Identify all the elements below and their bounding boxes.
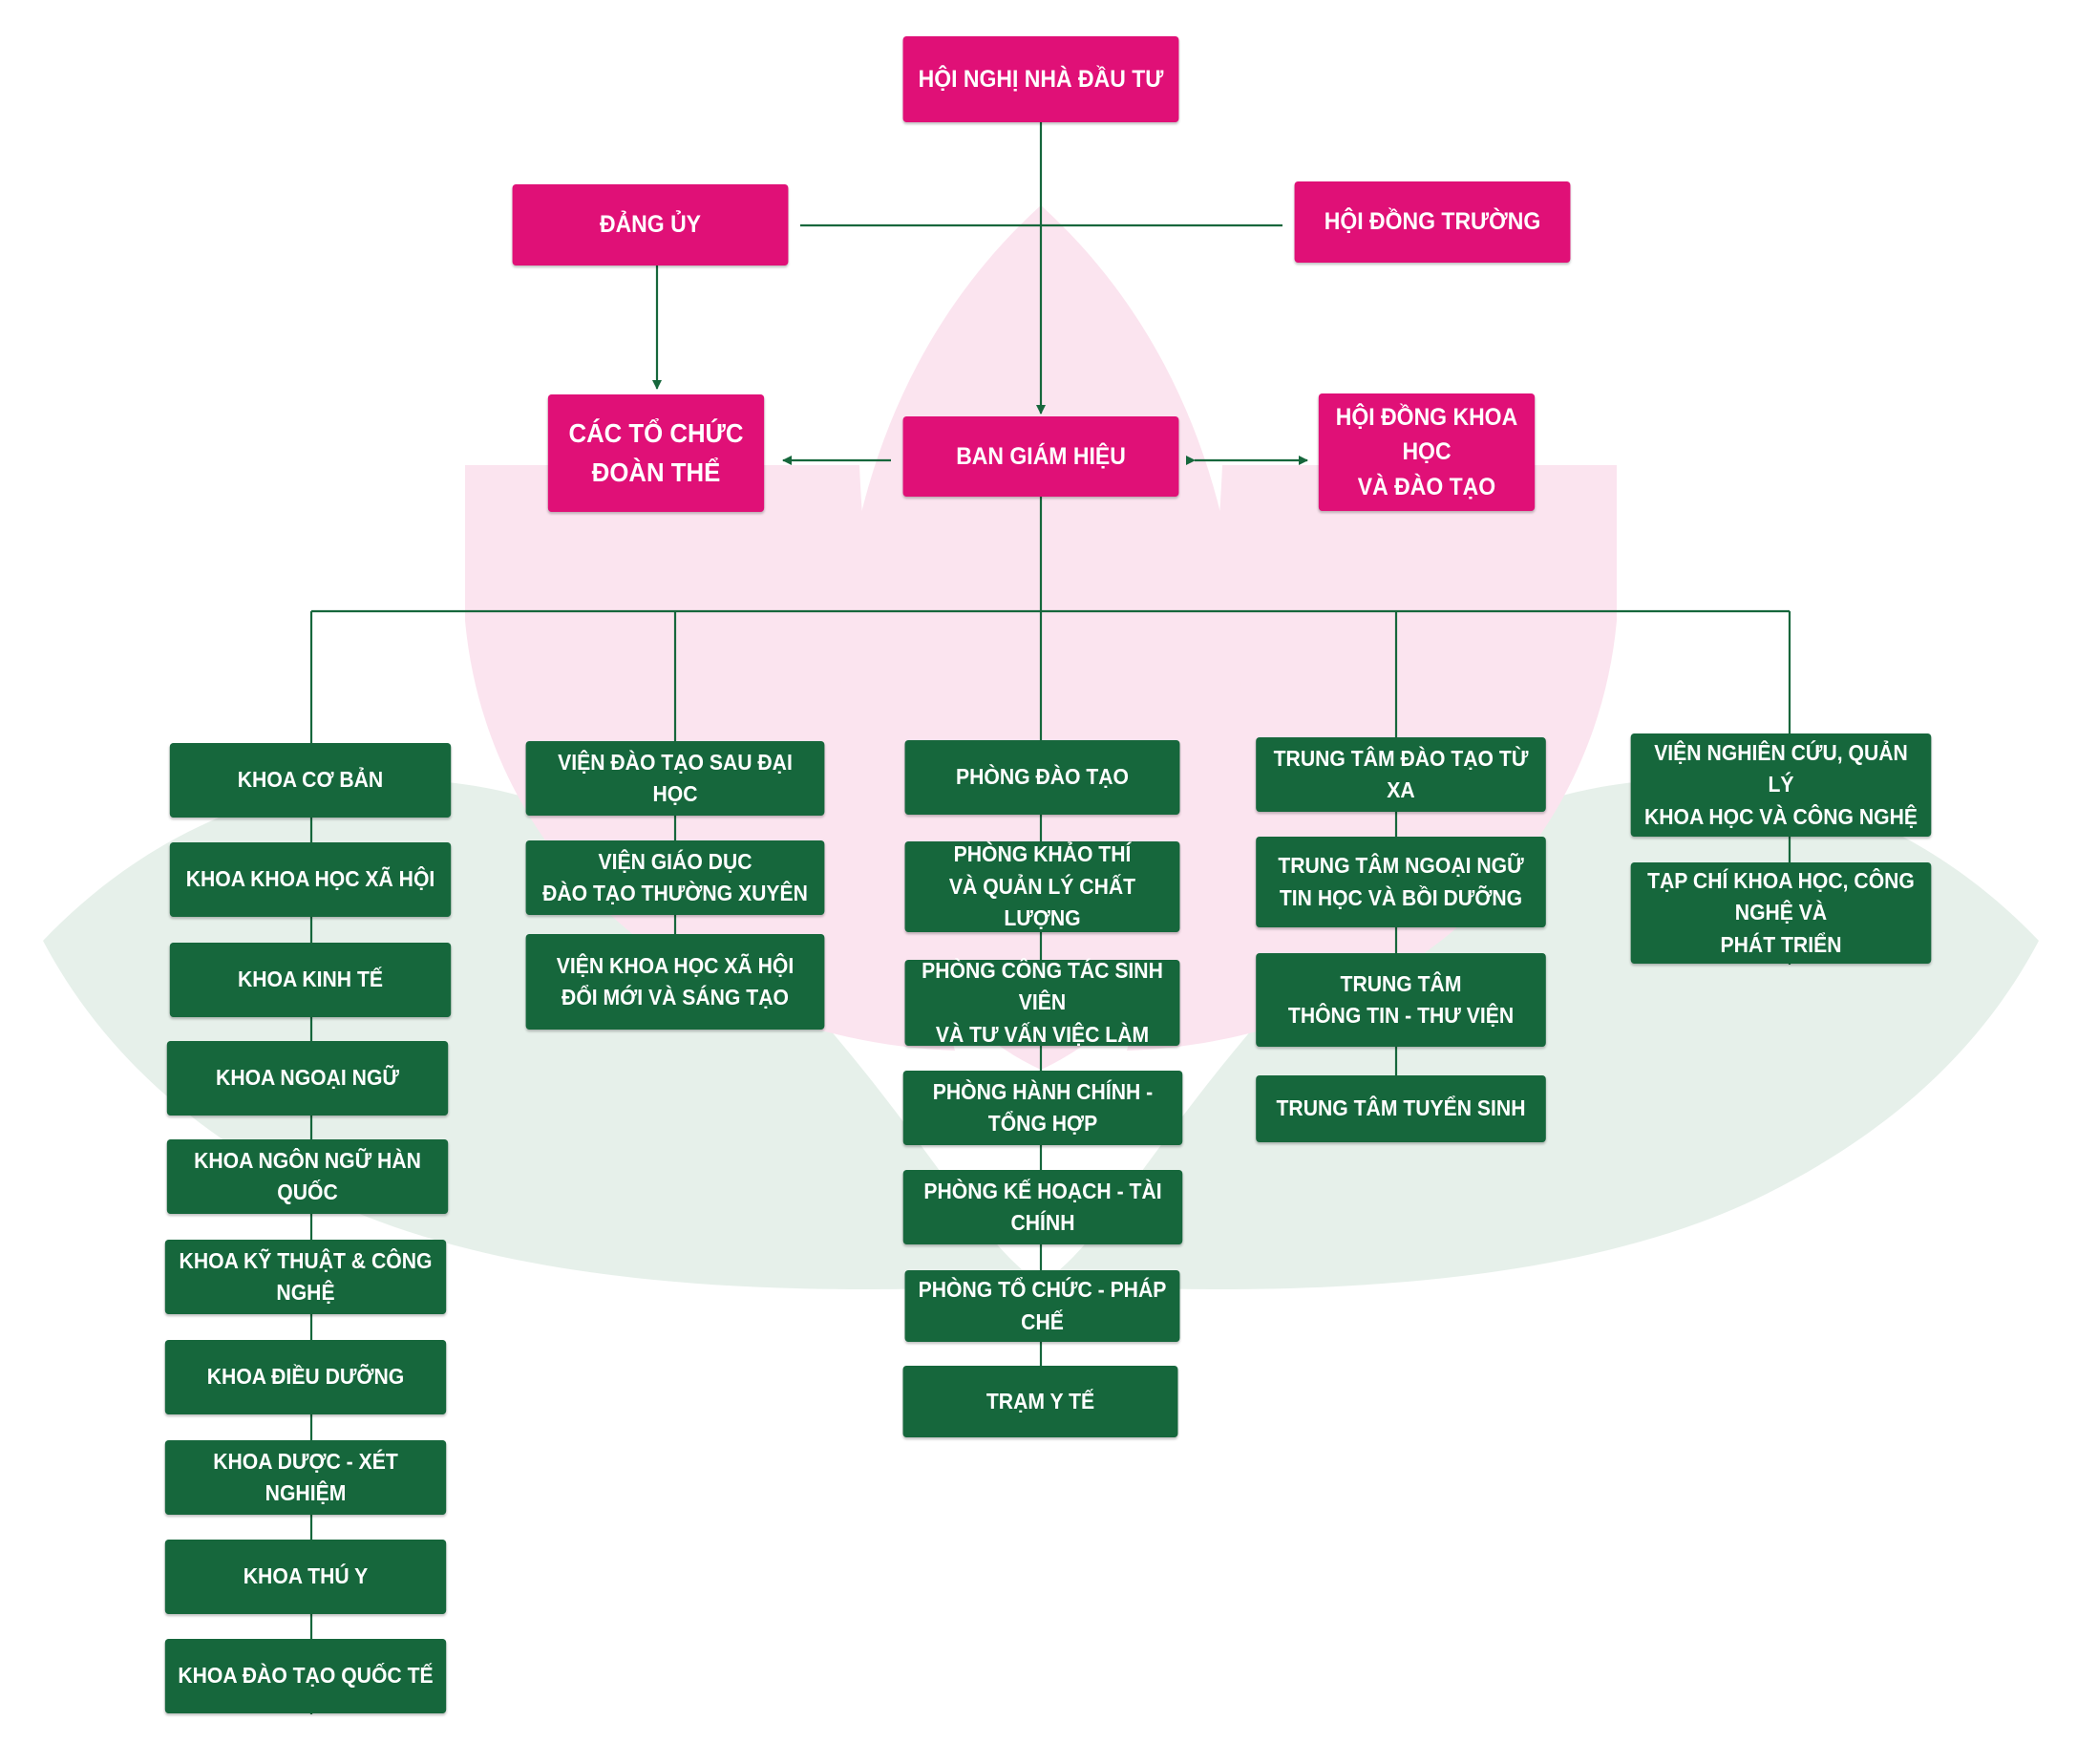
faculty-nursing-box: KHOA ĐIỀU DƯỠNG xyxy=(164,1340,447,1414)
institute-continuing-education-box: VIỆN GIÁO DỤC ĐÀO TẠO THƯỜNG XUYÊN xyxy=(525,840,825,915)
faculty-pharmacy-testing-box: KHOA DƯỢC - XÉT NGHIỆM xyxy=(164,1440,447,1515)
office-administration-box: PHÒNG HÀNH CHÍNH - TỔNG HỢP xyxy=(902,1071,1183,1145)
office-student-affairs-box: PHÒNG CÔNG TÁC SINH VIÊN VÀ TƯ VẤN VIỆC … xyxy=(904,958,1180,1047)
office-testing-quality-box: PHÒNG KHẢO THÍ VÀ QUẢN LÝ CHẤT LƯỢNG xyxy=(904,841,1180,932)
office-organization-legal-box: PHÒNG TỔ CHỨC - PHÁP CHẾ xyxy=(904,1270,1180,1342)
center-languages-it-box: TRUNG TÂM NGOẠI NGỮ TIN HỌC VÀ BỒI DƯỠNG xyxy=(1256,837,1546,927)
center-admissions-box: TRUNG TÂM TUYỂN SINH xyxy=(1256,1075,1546,1142)
office-training-box: PHÒNG ĐÀO TẠO xyxy=(904,740,1180,815)
center-distance-learning-box: TRUNG TÂM ĐÀO TẠO TỪ XA xyxy=(1256,737,1546,812)
science-training-council-box: HỘI ĐỒNG KHOA HỌC VÀ ĐÀO TẠO xyxy=(1318,393,1536,511)
faculty-international-training-box: KHOA ĐÀO TẠO QUỐC TẾ xyxy=(164,1639,447,1713)
faculty-veterinary-box: KHOA THÚ Y xyxy=(164,1540,447,1614)
institute-social-sciences-innovation-box: VIỆN KHOA HỌC XÃ HỘI ĐỔI MỚI VÀ SÁNG TẠO xyxy=(525,934,825,1030)
mass-organizations-box: CÁC TỔ CHỨC ĐOÀN THỂ xyxy=(547,394,765,512)
institute-postgraduate-box: VIỆN ĐÀO TẠO SAU ĐẠI HỌC xyxy=(525,741,825,816)
investors-conference-box: HỘI NGHỊ NHÀ ĐẦU TƯ xyxy=(902,36,1179,122)
faculty-economics-box: KHOA KINH TẾ xyxy=(169,943,452,1017)
office-planning-finance-box: PHÒNG KẾ HOẠCH - TÀI CHÍNH xyxy=(902,1170,1183,1244)
party-committee-box: ĐẢNG ỦY xyxy=(512,184,789,266)
center-information-library-box: TRUNG TÂM THÔNG TIN - THƯ VIỆN xyxy=(1256,953,1546,1047)
faculty-basic-sciences-box: KHOA CƠ BẢN xyxy=(169,743,452,818)
faculty-korean-language-box: KHOA NGÔN NGỮ HÀN QUỐC xyxy=(166,1139,449,1214)
school-council-box: HỘI ĐỒNG TRƯỜNG xyxy=(1294,181,1571,263)
board-of-rectors-box: BAN GIÁM HIỆU xyxy=(902,416,1179,497)
medical-station-box: TRẠM Y TẾ xyxy=(902,1366,1178,1437)
faculty-social-sciences-box: KHOA KHOA HỌC XÃ HỘI xyxy=(169,842,452,917)
faculty-foreign-languages-box: KHOA NGOẠI NGỮ xyxy=(166,1041,449,1116)
faculty-engineering-technology-box: KHOA KỸ THUẬT & CÔNG NGHỆ xyxy=(164,1240,447,1314)
science-journal-box: TẠP CHÍ KHOA HỌC, CÔNG NGHỆ VÀ PHÁT TRIỂ… xyxy=(1630,862,1932,964)
institute-research-management-box: VIỆN NGHIÊN CỨU, QUẢN LÝ KHOA HỌC VÀ CÔN… xyxy=(1630,733,1932,837)
